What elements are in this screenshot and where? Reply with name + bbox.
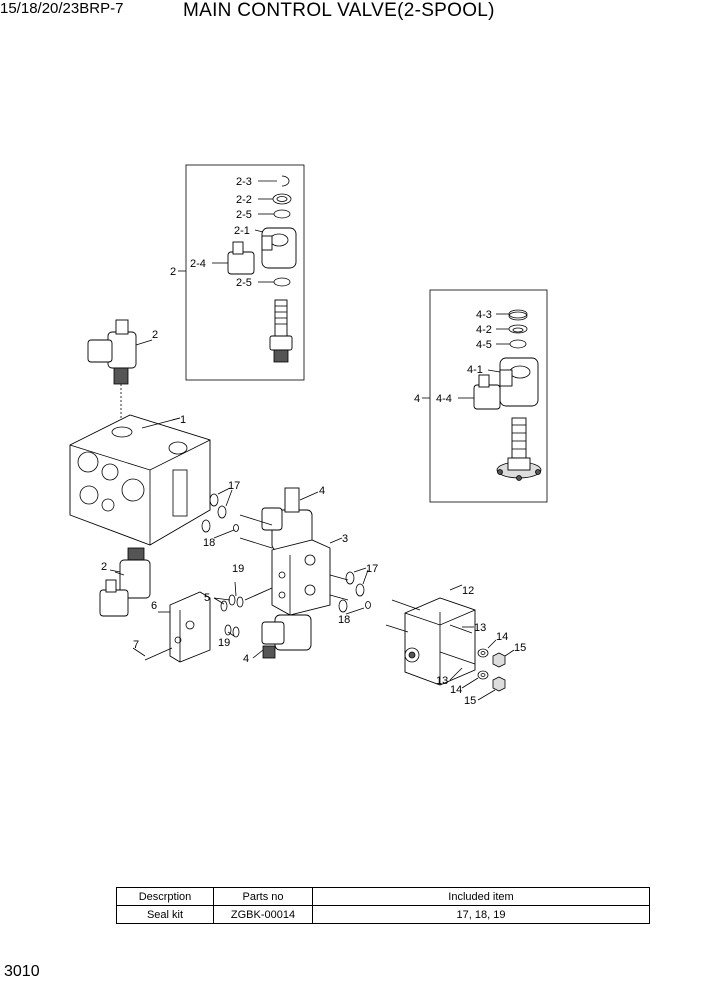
callout-18-right: 18	[338, 614, 350, 626]
callout-4-2: 4-2	[476, 324, 492, 336]
table-header-row: Descrption Parts no Included item	[116, 887, 650, 906]
callout-2-3: 2-3	[236, 176, 252, 188]
callout-19-lower: 19	[218, 637, 230, 649]
callout-4-top: 4	[319, 485, 325, 497]
callout-19-upper: 19	[232, 563, 244, 575]
callout-15-lower: 15	[464, 695, 476, 707]
callout-13-lower: 13	[436, 675, 448, 687]
callout-4-5: 4-5	[476, 339, 492, 351]
o-rings-5-19	[213, 581, 273, 638]
callout-4-box: 4	[414, 393, 420, 405]
callout-2-box: 2	[170, 266, 176, 278]
cell-parts-no: ZGBK-00014	[213, 905, 313, 924]
cartridge-valve-bottom	[99, 547, 151, 617]
callout-1: 1	[180, 414, 186, 426]
callout-14-upper: 14	[496, 631, 508, 643]
table-row: Seal kit ZGBK-00014 17, 18, 19	[116, 905, 650, 924]
model-number: 15/18/20/23BRP-7	[0, 0, 124, 17]
spool-section	[239, 487, 349, 659]
callout-4-lower: 4	[243, 653, 249, 665]
o-rings-17-18-right	[338, 567, 371, 615]
valve-body	[69, 414, 211, 546]
callout-13-upper: 13	[474, 622, 486, 634]
callout-7: 7	[133, 639, 139, 651]
callout-2-5: 2-5	[236, 209, 252, 221]
callout-18-left: 18	[203, 537, 215, 549]
header-description: Descrption	[116, 887, 214, 906]
callout-17-left: 17	[228, 480, 240, 492]
header-included-item: Included item	[312, 887, 650, 906]
callout-4-3: 4-3	[476, 309, 492, 321]
cell-description: Seal kit	[116, 905, 214, 924]
cartridge-valve-top	[87, 319, 153, 420]
callout-17-right: 17	[366, 563, 378, 575]
callout-3: 3	[342, 533, 348, 545]
callout-15-upper: 15	[514, 642, 526, 654]
callout-2-main: 2	[152, 329, 158, 341]
cell-included-item: 17, 18, 19	[312, 905, 650, 924]
detail-box-2	[178, 164, 305, 381]
page-number: 3010	[4, 963, 40, 980]
callout-2-2: 2-2	[236, 194, 252, 206]
callout-4-4: 4-4	[436, 393, 452, 405]
callout-12: 12	[462, 585, 474, 597]
callout-5: 5	[204, 592, 210, 604]
end-cover	[385, 584, 515, 701]
callout-14-lower: 14	[450, 684, 462, 696]
callout-2-4: 2-4	[190, 258, 206, 270]
callout-2-5-lower: 2-5	[236, 277, 252, 289]
header-parts-no: Parts no	[213, 887, 313, 906]
detail-box-4	[422, 289, 548, 503]
block-6	[132, 591, 211, 663]
callout-2-1: 2-1	[234, 225, 250, 237]
callout-4-1: 4-1	[467, 364, 483, 376]
callout-6: 6	[151, 600, 157, 612]
o-rings-17-18-left	[201, 487, 239, 539]
page-title: MAIN CONTROL VALVE(2-SPOOL)	[183, 0, 495, 21]
seal-kit-table: Descrption Parts no Included item Seal k…	[116, 887, 650, 924]
callout-2-lower: 2	[101, 561, 107, 573]
